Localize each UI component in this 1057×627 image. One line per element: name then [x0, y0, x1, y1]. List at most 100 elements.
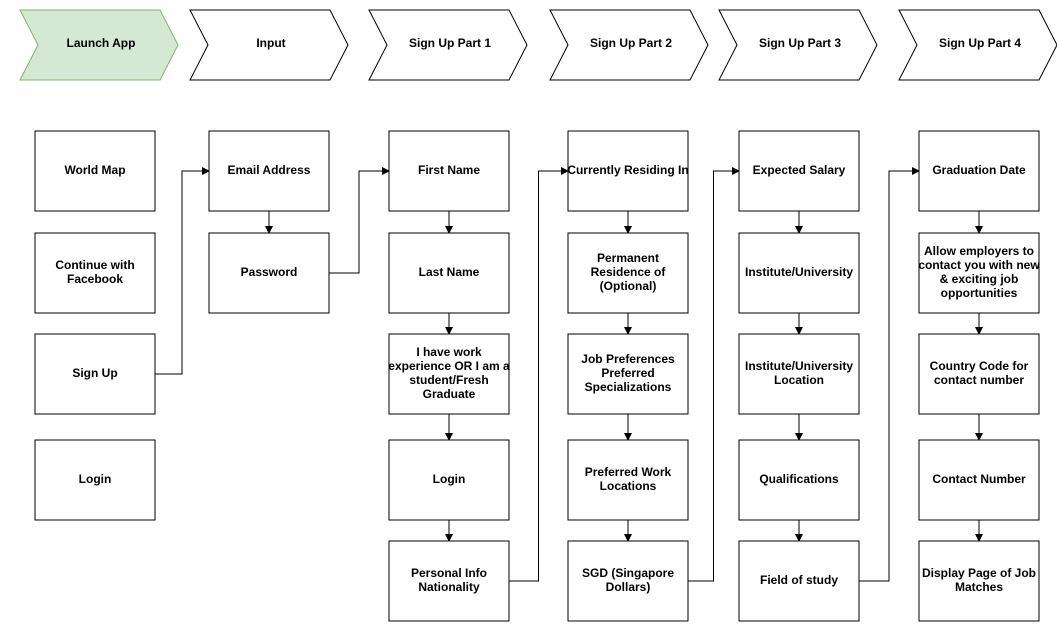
box-label-line: Personal Info: [411, 566, 487, 580]
box-label-line: Residence of: [591, 265, 667, 279]
phase-launch-app: Launch App: [19, 9, 179, 81]
process-box: [567, 439, 689, 521]
phase-chevron-shape: [549, 9, 709, 81]
box-world-map: World Map: [34, 130, 156, 212]
process-box: [388, 130, 510, 212]
box-label-line: I have work: [416, 345, 482, 359]
box-label-line: Dollars): [606, 580, 651, 594]
process-box: [918, 439, 1040, 521]
process-box: [738, 439, 860, 521]
box-label-line: Job Preferences: [581, 352, 675, 366]
box-label-line: contact number: [934, 373, 1024, 387]
cross-column-arrow: [859, 167, 920, 582]
process-box: [388, 439, 510, 521]
box-label-line: Institute/University: [745, 265, 853, 279]
box-label-line: Allow employers to: [924, 244, 1034, 258]
process-box: [567, 232, 689, 314]
box-label-line: Sign Up: [72, 366, 117, 380]
connectors: [155, 167, 983, 582]
box-label-line: Field of study: [760, 573, 838, 587]
box-sign-up: Sign Up: [34, 333, 156, 415]
process-box: [738, 232, 860, 314]
box-expected-salary: Expected Salary: [738, 130, 860, 212]
cross-column-arrow: [155, 167, 210, 375]
box-label-line: SGD (Singapore: [582, 566, 674, 580]
phase-label: Sign Up Part 1: [409, 36, 491, 50]
phase-label: Sign Up Part 2: [590, 36, 672, 50]
box-label-line: World Map: [64, 163, 125, 177]
box-label-line: Last Name: [419, 265, 480, 279]
phase-label: Sign Up Part 4: [939, 36, 1021, 50]
box-label-line: Permanent: [597, 251, 659, 265]
box-label-line: Contact Number: [932, 472, 1026, 486]
box-currently-residing-in: Currently Residing In: [567, 130, 689, 212]
phase-sign-up-part-3: Sign Up Part 3: [718, 9, 878, 81]
box-label-line: First Name: [418, 163, 480, 177]
box-label-line: Graduate: [423, 387, 476, 401]
box-label-line: Continue with: [55, 258, 134, 272]
box-label-line: Matches: [955, 580, 1003, 594]
box-label-line: Location: [774, 373, 824, 387]
box-qualifications: Qualifications: [738, 439, 860, 521]
process-box: [388, 540, 510, 622]
phase-label: Input: [256, 36, 285, 50]
background-ghost-text: [0, 600, 1057, 627]
phase-input: Input: [189, 9, 349, 81]
box-label-line: Currently Residing In: [567, 163, 688, 177]
box-contact-number: Contact Number: [918, 439, 1040, 521]
box-first-name: First Name: [388, 130, 510, 212]
phase-sign-up-part-2: Sign Up Part 2: [549, 9, 709, 81]
box-label-line: Institute/University: [745, 359, 853, 373]
process-box: [918, 333, 1040, 415]
box-label-line: student/Fresh: [409, 373, 488, 387]
process-box: [208, 130, 330, 212]
phase-chevron-shape: [19, 9, 179, 81]
process-box: [567, 333, 689, 415]
process-box: [567, 130, 689, 212]
phase-chevron-shape: [189, 9, 349, 81]
cross-column-arrow: [509, 167, 569, 582]
box-label-line: experience OR I am a: [388, 359, 510, 373]
phase-sign-up-part-1: Sign Up Part 1: [368, 9, 528, 81]
box-label-line: Login: [79, 472, 112, 486]
phase-label: Launch App: [67, 36, 136, 50]
process-box: [738, 333, 860, 415]
box-label-line: Preferred: [601, 366, 654, 380]
box-label-line: Email Address: [228, 163, 311, 177]
process-box: [918, 130, 1040, 212]
phase-sign-up-part-4: Sign Up Part 4: [898, 9, 1057, 81]
process-box: [34, 439, 156, 521]
process-box: [567, 540, 689, 622]
phase-label: Sign Up Part 3: [759, 36, 841, 50]
box-field-of-study: Field of study: [738, 540, 860, 622]
phase-chevron-shape: [718, 9, 878, 81]
box-label-line: contact you with new: [918, 258, 1040, 272]
phase-chevron-shape: [368, 9, 528, 81]
box-label-line: Preferred Work: [585, 465, 672, 479]
box-password: Password: [208, 232, 330, 314]
process-box: [208, 232, 330, 314]
cross-column-arrow: [329, 167, 390, 274]
box-label-line: Password: [241, 265, 298, 279]
box-email-address: Email Address: [208, 130, 330, 212]
process-box: [34, 130, 156, 212]
box-label-line: opportunities: [941, 286, 1018, 300]
process-box: [738, 130, 860, 212]
process-box: [34, 333, 156, 415]
process-box: [388, 232, 510, 314]
box-label-line: Facebook: [67, 272, 123, 286]
process-box: [34, 232, 156, 314]
box-label-line: Specializations: [585, 380, 672, 394]
box-label-line: Display Page of Job: [922, 566, 1036, 580]
